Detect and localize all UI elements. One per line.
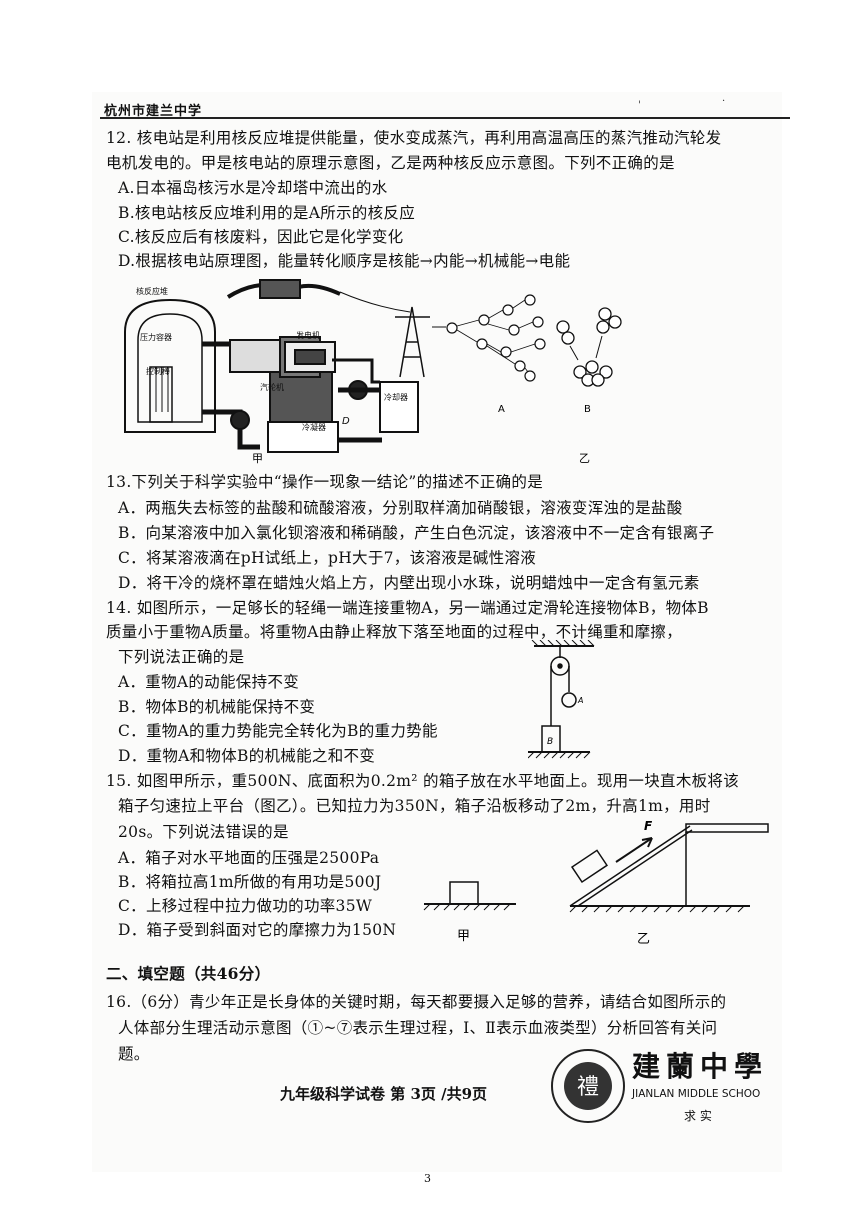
label-b: B <box>584 404 591 415</box>
q14-option-b: B．物体B的机械能保持不变 <box>118 698 316 716</box>
page-number: 3 <box>424 1172 431 1185</box>
condenser <box>267 421 339 453</box>
q14-stem-line1: 14. 如图所示，一足够长的轻绳一端连接重物A，另一端通过定滑轮连接物体B，物体… <box>106 599 709 617</box>
q12-stem-line1: 12. 核电站是利用核反应堆提供能量，使水变成蒸汽，再利用高温高压的蒸汽推动汽轮… <box>106 129 722 147</box>
box-on-incline <box>570 849 608 884</box>
q15-option-a: A．箱子对水平地面的压强是2500Pa <box>118 849 380 867</box>
label-reactor: 核反应堆 <box>136 286 168 296</box>
seal-chinese-name: 建蘭中學 <box>632 1050 768 1083</box>
q15-stem-line1: 15. 如图甲所示，重500N、底面积为0.2m² 的箱子放在水平地面上。现用一… <box>106 772 740 790</box>
q13-option-b: B．向某溶液中加入氯化钡溶液和稀硝酸，产生白色沉淀，该溶液中不一定含有银离子 <box>118 524 715 542</box>
seal-motto: 求 实 <box>684 1108 712 1123</box>
q12-option-a: A.日本福岛核污水是冷却塔中流出的水 <box>118 179 388 197</box>
header-rule <box>100 117 790 119</box>
fission-diagram <box>432 294 546 382</box>
label-pressure: 压力容器 <box>140 332 172 342</box>
q12-option-b: B.核电站核反应堆利用的是A所示的核反应 <box>118 204 416 222</box>
q14-stem-line3: 下列说法正确的是 <box>118 648 245 666</box>
q16-line1: 16.（6分）青少年正是长身体的关键时期，每天都要摄入足够的营养，请结合如图所示… <box>106 993 727 1011</box>
label-a: A <box>577 696 583 705</box>
q13-option-a: A．两瓶失去标签的盐酸和硫酸溶液，分别取样滴加硝酸银，溶液变浑浊的是盐酸 <box>118 499 683 517</box>
q12-option-c: C.核反应后有核废料，因此它是化学变化 <box>118 228 404 246</box>
page-footer: 九年级科学试卷 第 3页 /共9页 <box>280 1085 488 1103</box>
q15-option-c: C．上移过程中拉力做功的功率35W <box>118 897 373 915</box>
q16-line3: 题。 <box>118 1045 150 1063</box>
q13-option-d: D．将干冷的烧杯罩在蜡烛火焰上方，内壁出现小水珠，说明蜡烛中一定含有氢元素 <box>118 574 700 592</box>
section-two-title: 二、填空题（共46分） <box>106 964 271 983</box>
q14-option-d: D．重物A和物体B的机械能之和不变 <box>118 747 376 765</box>
seal-center: 禮 <box>577 1075 599 1100</box>
inclined-board <box>569 825 691 907</box>
q12-figure: 核反应堆 压力容器 控制棒 汽轮机 发电机 冷却器 冷凝器 D 甲 A B 乙 <box>124 279 622 465</box>
q15-option-b: B．将箱拉高1m所做的有用功是500J <box>118 873 382 891</box>
platform <box>685 823 769 833</box>
label-cooler: 冷却器 <box>384 392 408 402</box>
turbine-body <box>269 371 333 423</box>
fusion-diagram <box>556 307 622 387</box>
school-header: 杭州市建兰中学 <box>104 104 203 119</box>
label-jia: 甲 <box>457 929 470 944</box>
q14-option-a: A．重物A的动能保持不变 <box>118 673 299 691</box>
label-b: B <box>547 737 553 747</box>
q14-option-c: C．重物A的重力势能完全转化为B的重力势能 <box>118 722 438 740</box>
label-a: A <box>498 404 505 415</box>
force-arrow <box>615 837 653 863</box>
label-d: D <box>342 416 350 427</box>
cooler <box>379 381 419 433</box>
label-jia: 甲 <box>252 452 263 465</box>
label-turbine: 汽轮机 <box>260 382 284 392</box>
q13-option-c: C．将某溶液滴在pH试纸上，pH大于7，该溶液是碱性溶液 <box>118 549 537 567</box>
q15-stem-line3: 20s。下列说法错误的是 <box>118 823 289 841</box>
label-control: 控制棒 <box>146 366 170 376</box>
corner-dot: · <box>722 96 726 107</box>
label-yi: 乙 <box>579 452 590 465</box>
reactor-building <box>124 298 216 433</box>
school-seal: 禮 建蘭中學 JIANLAN MIDDLE SCHOO 求 实 <box>551 1049 768 1123</box>
q15-figure: F 甲 乙 <box>423 819 769 947</box>
corner-mark: ' <box>638 100 641 111</box>
q14-pulley-figure: A B <box>528 640 595 759</box>
label-generator: 发电机 <box>296 330 320 340</box>
q16-line2: 人体部分生理活动示意图（①~⑦表示生理过程，Ⅰ、Ⅱ表示血液类型）分析回答有关问 <box>118 1019 718 1037</box>
q12-option-d: D.根据核电站原理图，能量转化顺序是核能→内能→机械能→电能 <box>118 252 571 270</box>
q14-stem-line2: 质量小于重物A质量。将重物A由静止释放下落至地面的过程中，不计绳重和摩擦， <box>106 623 682 641</box>
q15-stem-line2: 箱子匀速拉上平台（图乙）。已知拉力为350N，箱子沿板移动了2m，升高1m，用时 <box>118 797 711 815</box>
power-pylon <box>395 306 430 378</box>
box-on-ground <box>449 881 479 905</box>
label-f: F <box>644 819 653 833</box>
seal-english-name: JIANLAN MIDDLE SCHOO <box>631 1088 760 1100</box>
pressure-vessel <box>149 366 173 423</box>
q13-stem: 13.下列关于科学实验中“操作一现象一结论”的描述不正确的是 <box>106 473 543 491</box>
weight-a <box>561 692 577 708</box>
q15-option-d: D．箱子受到斜面对它的摩擦力为150N <box>118 921 397 939</box>
label-yi: 乙 <box>637 932 650 947</box>
q12-stem-line2: 电机发电的。甲是核电站的原理示意图，乙是两种核反应示意图。下列不正确的是 <box>106 154 675 172</box>
exam-paper <box>92 92 782 1172</box>
label-condenser: 冷凝器 <box>302 422 326 432</box>
